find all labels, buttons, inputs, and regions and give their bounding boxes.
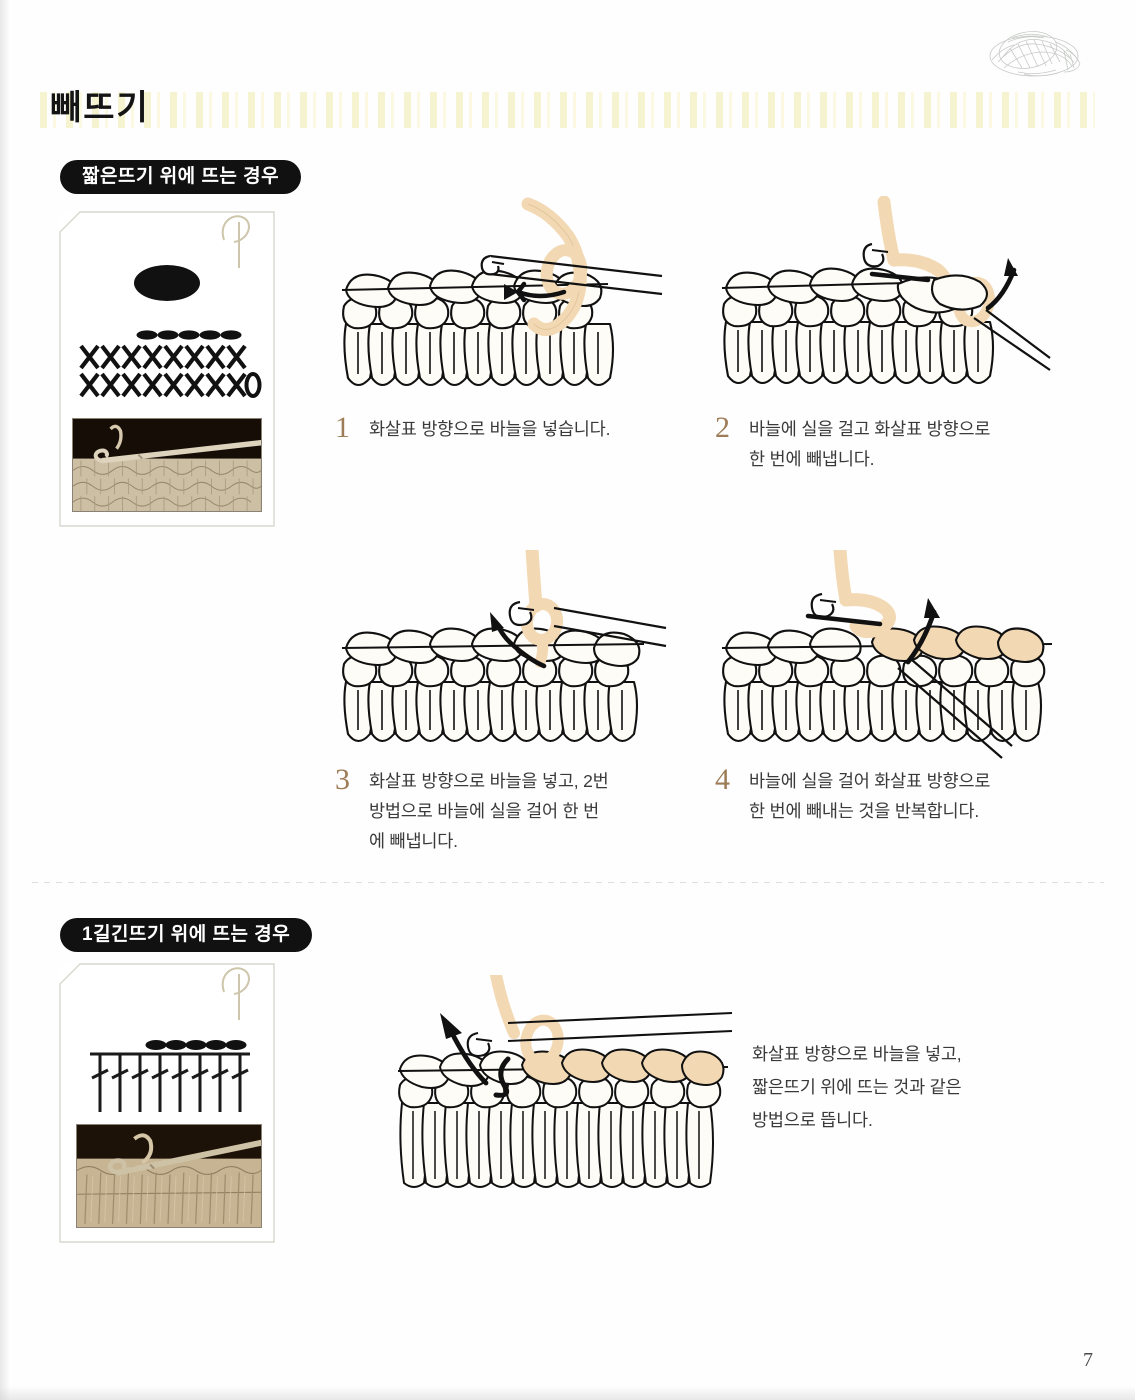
title-decor-band [40,92,1095,128]
stitch-chart-double-crochet [90,1040,250,1112]
step-4-number: 4 [715,763,730,796]
step-2-text: 바늘에 실을 걸고 화살표 방향으로 한 번에 빼냅니다. [749,419,991,469]
step-2-illustration [721,196,1051,385]
stitch-chart-short-stitch [79,265,262,398]
step-2-caption: 2 바늘에 실을 걸고 화살표 방향으로 한 번에 빼냅니다. [715,411,1060,474]
chart-card-double-crochet [58,962,276,1244]
section-2-caption: 화살표 방향으로 바늘을 넣고, 짧은뜨기 위에 뜨는 것과 같은 방법으로 뜹… [752,1038,1082,1137]
section-2-illustration [397,975,733,1188]
step-4-illustration [721,550,1053,759]
step-1-text: 화살표 방향으로 바늘을 넣습니다. [369,419,611,439]
page-title: 빼뜨기 [50,89,150,127]
chart-card-short-stitch [58,210,276,528]
page-number: 7 [1083,1349,1093,1371]
scan-edge-left [0,0,10,1400]
sample-photo-short-stitch [72,418,262,512]
step-3-text: 화살표 방향으로 바늘을 넣고, 2번 방법으로 바늘에 실을 걸어 한 번 에… [369,771,609,851]
step-1-illustration [341,197,663,387]
step-2-number: 2 [715,411,730,444]
scan-edge-bottom [0,1386,1135,1400]
section-divider [32,882,1104,883]
step-3-number: 3 [335,763,350,796]
sample-photo-double-crochet [76,1124,262,1228]
step-3-illustration [341,550,667,743]
section-header-double-crochet: 1길긴뜨기 위에 뜨는 경우 [60,918,313,952]
step-1-caption: 1 화살표 방향으로 바늘을 넣습니다. [335,411,665,444]
section-header-short-stitch: 짧은뜨기 위에 뜨는 경우 [60,160,302,194]
step-4-caption: 4 바늘에 실을 걸어 화살표 방향으로 한 번에 빼내는 것을 반복합니다. [715,763,1060,826]
step-3-caption: 3 화살표 방향으로 바늘을 넣고, 2번 방법으로 바늘에 실을 걸어 한 번… [335,763,665,856]
section-2-text: 화살표 방향으로 바늘을 넣고, 짧은뜨기 위에 뜨는 것과 같은 방법으로 뜹… [752,1044,962,1130]
step-4-text: 바늘에 실을 걸어 화살표 방향으로 한 번에 빼내는 것을 반복합니다. [749,771,991,821]
step-1-number: 1 [335,411,350,444]
yarn-skein-icon [989,31,1081,77]
